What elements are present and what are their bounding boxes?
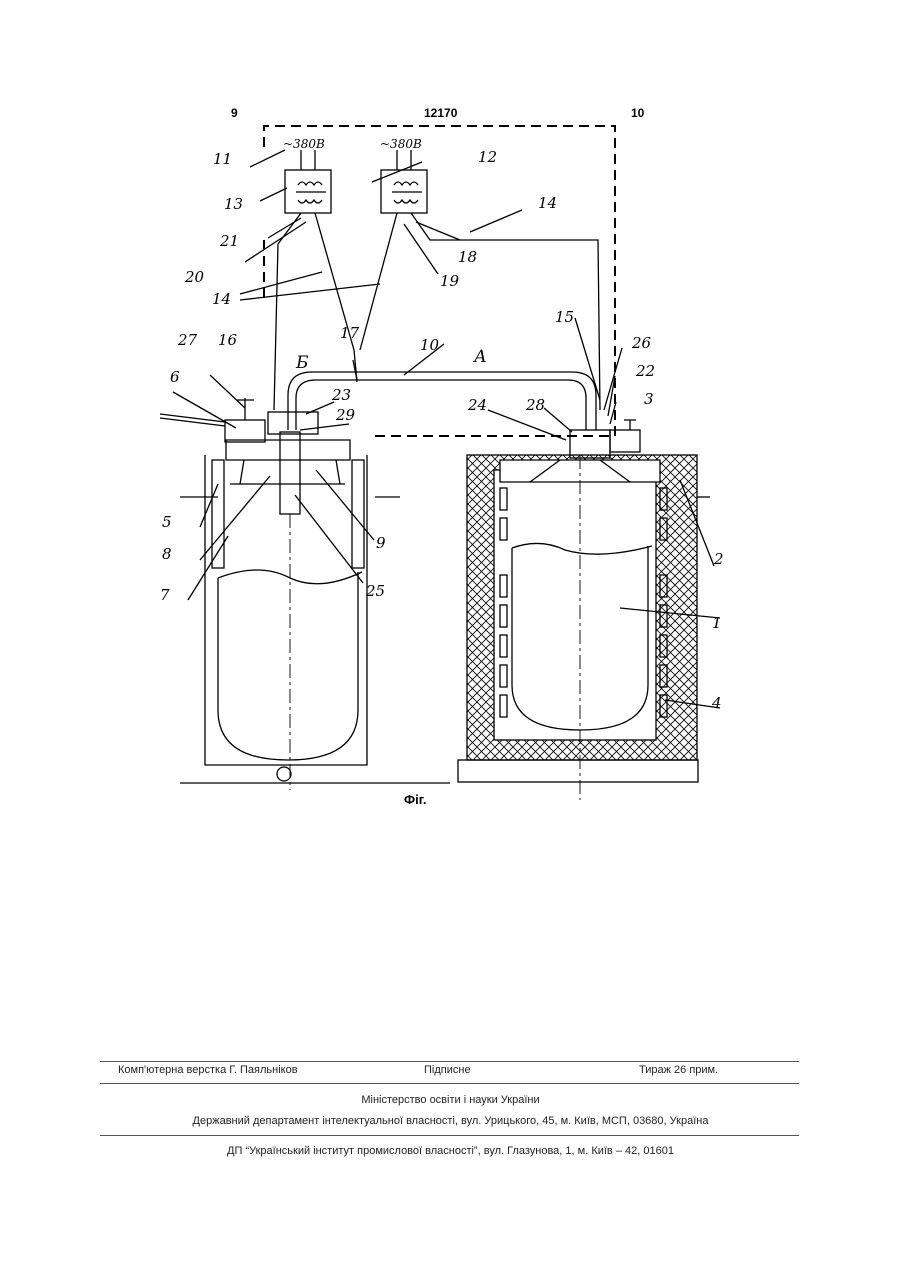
callout-14-left: 14 bbox=[212, 290, 231, 308]
callout-20: 20 bbox=[184, 268, 205, 286]
callout-27: 27 bbox=[177, 331, 198, 349]
callout-11: 11 bbox=[213, 150, 232, 168]
voltage-label-right: ~380В bbox=[380, 137, 422, 151]
voltage-label-left: ~380В bbox=[283, 137, 325, 151]
callout-6: 6 bbox=[170, 368, 180, 386]
callout-18: 18 bbox=[458, 248, 477, 266]
callout-23: 23 bbox=[331, 386, 351, 404]
callout-26: 26 bbox=[631, 334, 652, 352]
callout-A: А bbox=[473, 347, 487, 367]
footer-rule-top bbox=[100, 1061, 799, 1062]
callout-25: 25 bbox=[365, 582, 385, 600]
ministry-name: Міністерство освіти і науки України bbox=[0, 1094, 901, 1106]
callout-10: 10 bbox=[420, 336, 440, 354]
callout-29: 29 bbox=[335, 406, 356, 424]
left-inner-vessel bbox=[218, 572, 358, 760]
callout-13: 13 bbox=[224, 195, 243, 213]
department-address: Державний департамент інтелектуальної вл… bbox=[0, 1115, 901, 1127]
callout-4: 4 bbox=[711, 694, 722, 712]
callout-9: 9 bbox=[376, 534, 386, 552]
callout-B: Б bbox=[295, 353, 309, 373]
callout-1: 1 bbox=[712, 614, 722, 632]
callout-17: 17 bbox=[340, 324, 360, 342]
callout-22: 22 bbox=[635, 362, 655, 380]
figure-caption: Фіг. bbox=[404, 792, 426, 807]
callout-5: 5 bbox=[162, 513, 172, 531]
callout-21: 21 bbox=[219, 232, 239, 250]
callout-16: 16 bbox=[218, 331, 238, 349]
callout-3: 3 bbox=[644, 390, 654, 408]
callout-15: 15 bbox=[555, 308, 574, 326]
circulation-note: Тираж 26 прим. bbox=[639, 1064, 718, 1076]
callout-19: 19 bbox=[440, 272, 460, 290]
footer-rule-bottom bbox=[100, 1135, 799, 1136]
callout-7: 7 bbox=[160, 586, 170, 604]
signed-note: Підписне bbox=[424, 1064, 471, 1076]
footer-rule-middle bbox=[100, 1083, 799, 1084]
callout-14-right: 14 bbox=[538, 194, 557, 212]
callout-2: 2 bbox=[713, 550, 724, 568]
callout-24: 24 bbox=[467, 396, 487, 414]
typesetter-credit: Комп'ютерна верстка Г. Паяльніков bbox=[118, 1064, 298, 1076]
callout-28: 28 bbox=[525, 396, 545, 414]
technical-drawing: ~380В ~380В 11 13 21 20 14 27 16 6 5 8 7… bbox=[0, 0, 901, 800]
institute-address: ДП “Український інститут промислової вла… bbox=[0, 1145, 901, 1157]
callout-12: 12 bbox=[478, 148, 497, 166]
callout-8: 8 bbox=[162, 545, 172, 563]
